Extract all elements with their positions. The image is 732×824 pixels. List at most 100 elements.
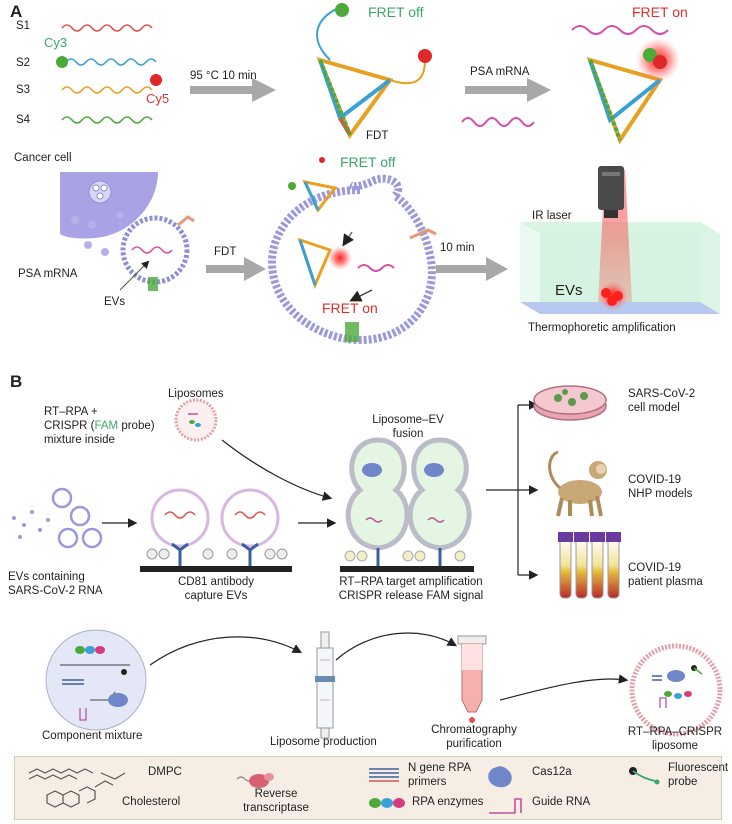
psa-mrna-arrow-label: PSA mRNA (470, 66, 530, 78)
ev-vesicle (120, 215, 195, 291)
evs-box-label: EVs (555, 282, 583, 299)
thermophoretic-chamber (520, 170, 720, 314)
mixture-fam: FAM (94, 420, 119, 432)
chromatography-label-2: purification (446, 738, 502, 750)
mixture-line2: CRISPR (FAM probe) (44, 420, 155, 433)
evs-particles (12, 487, 103, 549)
chromatography-label-1: Chromatography (431, 724, 517, 736)
monkey-icon (548, 450, 607, 517)
vesicles-in-cell (88, 180, 112, 204)
blood-tubes-icon (558, 532, 621, 599)
nhp-2: NHP models (628, 488, 693, 500)
plasma-2: patient plasma (628, 576, 703, 588)
fret-on-top-label: FRET on (632, 4, 688, 20)
fusion-label-2: fusion (392, 428, 424, 440)
final-liposome-icon (629, 643, 723, 737)
arrow-psa (465, 78, 551, 102)
fdt-tetrahedron-on (571, 25, 680, 145)
legend-rt-2: transcriptase (243, 802, 309, 814)
nhp-1: COVID-19 (628, 474, 682, 486)
cas12a-icon (488, 766, 512, 788)
psa-mrna-strand (461, 117, 535, 127)
fusion-label-1: Liposome–EV (372, 414, 444, 426)
liposome-production-label: Liposome production (270, 736, 377, 748)
liposomes-label: Liposomes (168, 388, 224, 400)
extruder-icon (315, 631, 335, 739)
evs-pointer-arrow (119, 260, 150, 291)
fdt-arrow-label: FDT (214, 246, 237, 258)
chromatography-column-icon (457, 635, 487, 723)
cy5-label: Cy5 (146, 91, 170, 106)
capture-surface (140, 488, 292, 572)
legend-probe-2: probe (668, 776, 698, 788)
arrow-mix-to-production (149, 636, 303, 666)
mixture-line3: mixture inside (44, 434, 115, 446)
legend-ngene-1: N gene RPA (408, 762, 472, 774)
cy3-label: Cy3 (44, 35, 68, 50)
fret-on-mid-label: FRET on (322, 300, 378, 316)
petri-dish-icon (533, 385, 607, 421)
component-mixture-label: Component mixture (42, 730, 143, 742)
arrow-production-to-chrom (335, 632, 458, 661)
legend-box (14, 756, 722, 820)
strand-s2 (56, 56, 157, 68)
rpa-enzymes-icon (369, 798, 405, 808)
rtrpa-label-1: RT–RPA target amplification (339, 576, 483, 588)
objective-lens-icon (598, 166, 624, 218)
panel-b-label: B (10, 372, 23, 391)
legend-cholesterol: Cholesterol (122, 796, 181, 808)
reverse-transcriptase-icon (236, 773, 274, 788)
strand-s4-label: S4 (16, 114, 31, 126)
ir-laser-label: IR laser (532, 210, 572, 222)
dmpc-icon (28, 768, 126, 780)
secreted-evs (71, 211, 124, 256)
legend-dmpc: DMPC (148, 766, 182, 778)
plasma-1: COVID-19 (628, 562, 682, 574)
ten-min-label: 10 min (440, 242, 475, 254)
ngene-rpa-primers-icon (369, 768, 399, 782)
rtrpa-label-2: CRISPR release FAM signal (338, 590, 484, 602)
arrow-10min (436, 257, 508, 281)
thermophoretic-label: Thermophoretic amplification (528, 322, 676, 334)
fusion-surface (340, 437, 474, 572)
arrow-fdt (206, 257, 266, 281)
branch-arrows (486, 400, 539, 580)
fdt-label: FDT (366, 130, 389, 142)
liposome-icon (174, 398, 218, 442)
strand-s1 (61, 24, 153, 32)
legend-rpa-enzymes: RPA enzymes (412, 796, 484, 808)
fdt-tetrahedron-off (316, 3, 432, 140)
mixture-line2-post: probe) (118, 420, 155, 432)
mixture-line1: RT–RPA + (44, 406, 98, 418)
final-liposome-label-1: RT–RPA–CRISPR (627, 726, 723, 738)
sars-model-1: SARS-CoV-2 (628, 388, 696, 400)
evs-containing-2: SARS-CoV-2 RNA (8, 585, 103, 597)
legend-cas12a: Cas12a (532, 766, 572, 778)
anneal-step-label: 95 °C 10 min (190, 70, 257, 82)
strand-s4 (61, 116, 153, 124)
evs-small-label: EVs (104, 296, 126, 308)
cy3-dye-icon (56, 56, 68, 68)
fret-off-top-label: FRET off (368, 4, 424, 20)
legend-probe-1: Fluorescent (668, 762, 729, 774)
cholesterol-icon (46, 780, 114, 808)
arrow-liposome-to-fusion (221, 439, 333, 501)
strand-s3-label: S3 (16, 84, 31, 96)
fluorescent-probe-icon (629, 767, 660, 785)
fdt-incoming (288, 157, 338, 213)
cd81-label-1: CD81 antibody (177, 576, 255, 588)
cy5-dye-icon (150, 74, 162, 86)
cancer-cell-label: Cancer cell (14, 152, 72, 164)
evs-containing-1: EVs containing (8, 571, 85, 583)
cd81-label-2: capture EVs (184, 590, 248, 602)
psa-mrna-left-label: PSA mRNA (18, 268, 78, 280)
mixture-line2-pre: CRISPR ( (44, 420, 95, 432)
strand-s3 (61, 74, 162, 94)
strand-s1-label: S1 (16, 20, 31, 32)
fusion-vesicle (267, 174, 437, 345)
final-liposome-label-2: liposome (651, 740, 699, 752)
legend-icons (28, 766, 660, 814)
guide-rna-icon (489, 798, 522, 814)
fret-off-mid-label: FRET off (340, 154, 396, 170)
